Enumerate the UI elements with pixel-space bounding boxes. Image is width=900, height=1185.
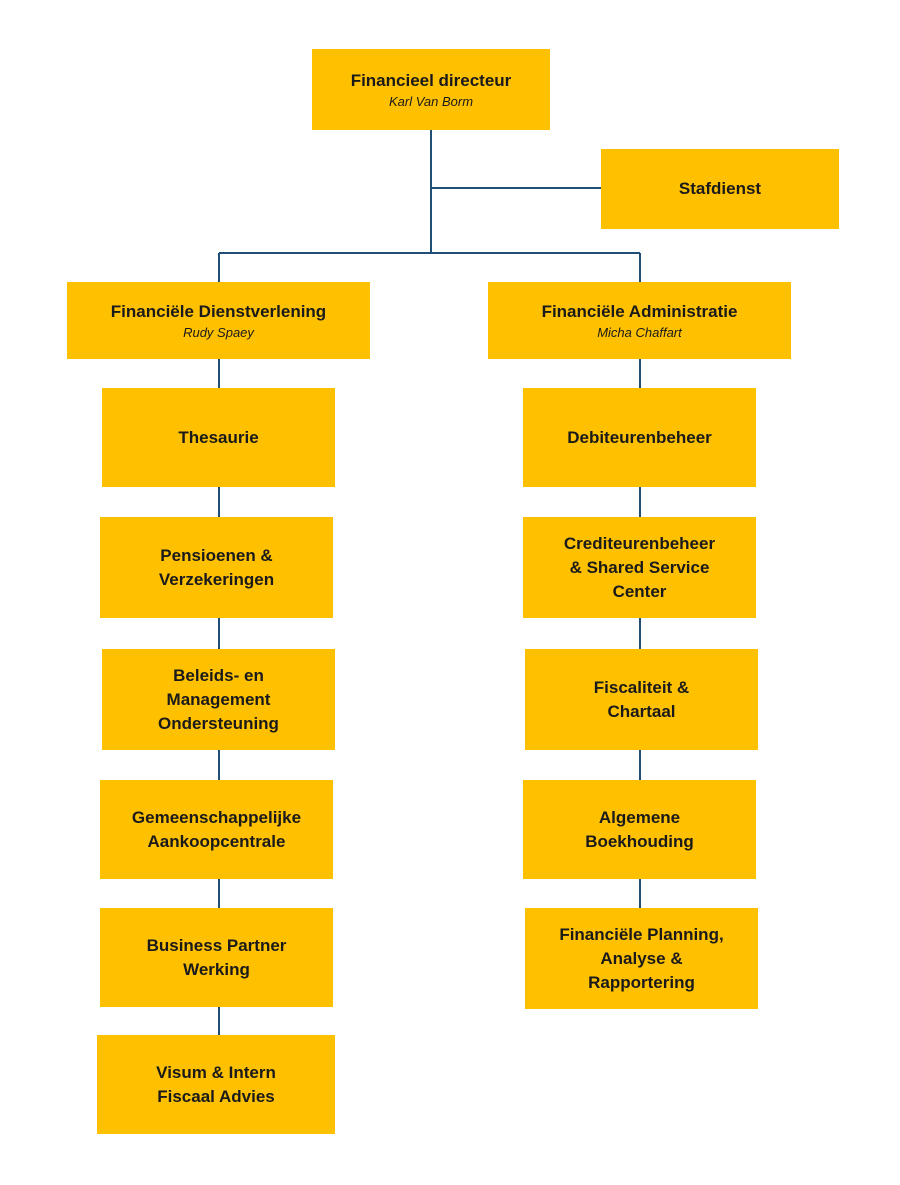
division-right-box: Financiële Administratie Micha Chaffart [488,282,791,359]
unit-fiscaal-advies: Visum & Intern Fiscaal Advies [97,1035,335,1134]
unit-debiteurenbeheer: Debiteurenbeheer [523,388,756,487]
unit-boekhouding: Algemene Boekhouding [523,780,756,879]
unit-aankoopcentrale: Gemeenschappelijke Aankoopcentrale [100,780,333,879]
unit-beleidsondersteuning: Beleids- en Management Ondersteuning [102,649,335,750]
director-box: Financieel directeur Karl Van Borm [312,49,550,130]
division-left-name: Rudy Spaey [183,325,254,340]
staff-title: Stafdienst [678,179,762,198]
division-right-title: Financiële Administratie [541,302,738,321]
staff-box: Stafdienst [601,149,839,229]
director-title: Financieel directeur [350,71,512,90]
unit-planning-analyse: Financiële Planning, Analyse & Rapporter… [525,908,758,1009]
unit-crediteurenbeheer: Crediteurenbeheer & Shared Service Cente… [523,517,756,618]
unit-business-partner: Business Partner Werking [100,908,333,1007]
division-right-name: Micha Chaffart [597,325,682,340]
division-left-title: Financiële Dienstverlening [110,302,327,321]
unit-thesaurie: Thesaurie [102,388,335,487]
unit-pensioenen: Pensioenen & Verzekeringen [100,517,333,618]
unit-fiscaliteit: Fiscaliteit & Chartaal [525,649,758,750]
director-name: Karl Van Borm [388,94,474,109]
division-left-box: Financiële Dienstverlening Rudy Spaey [67,282,370,359]
